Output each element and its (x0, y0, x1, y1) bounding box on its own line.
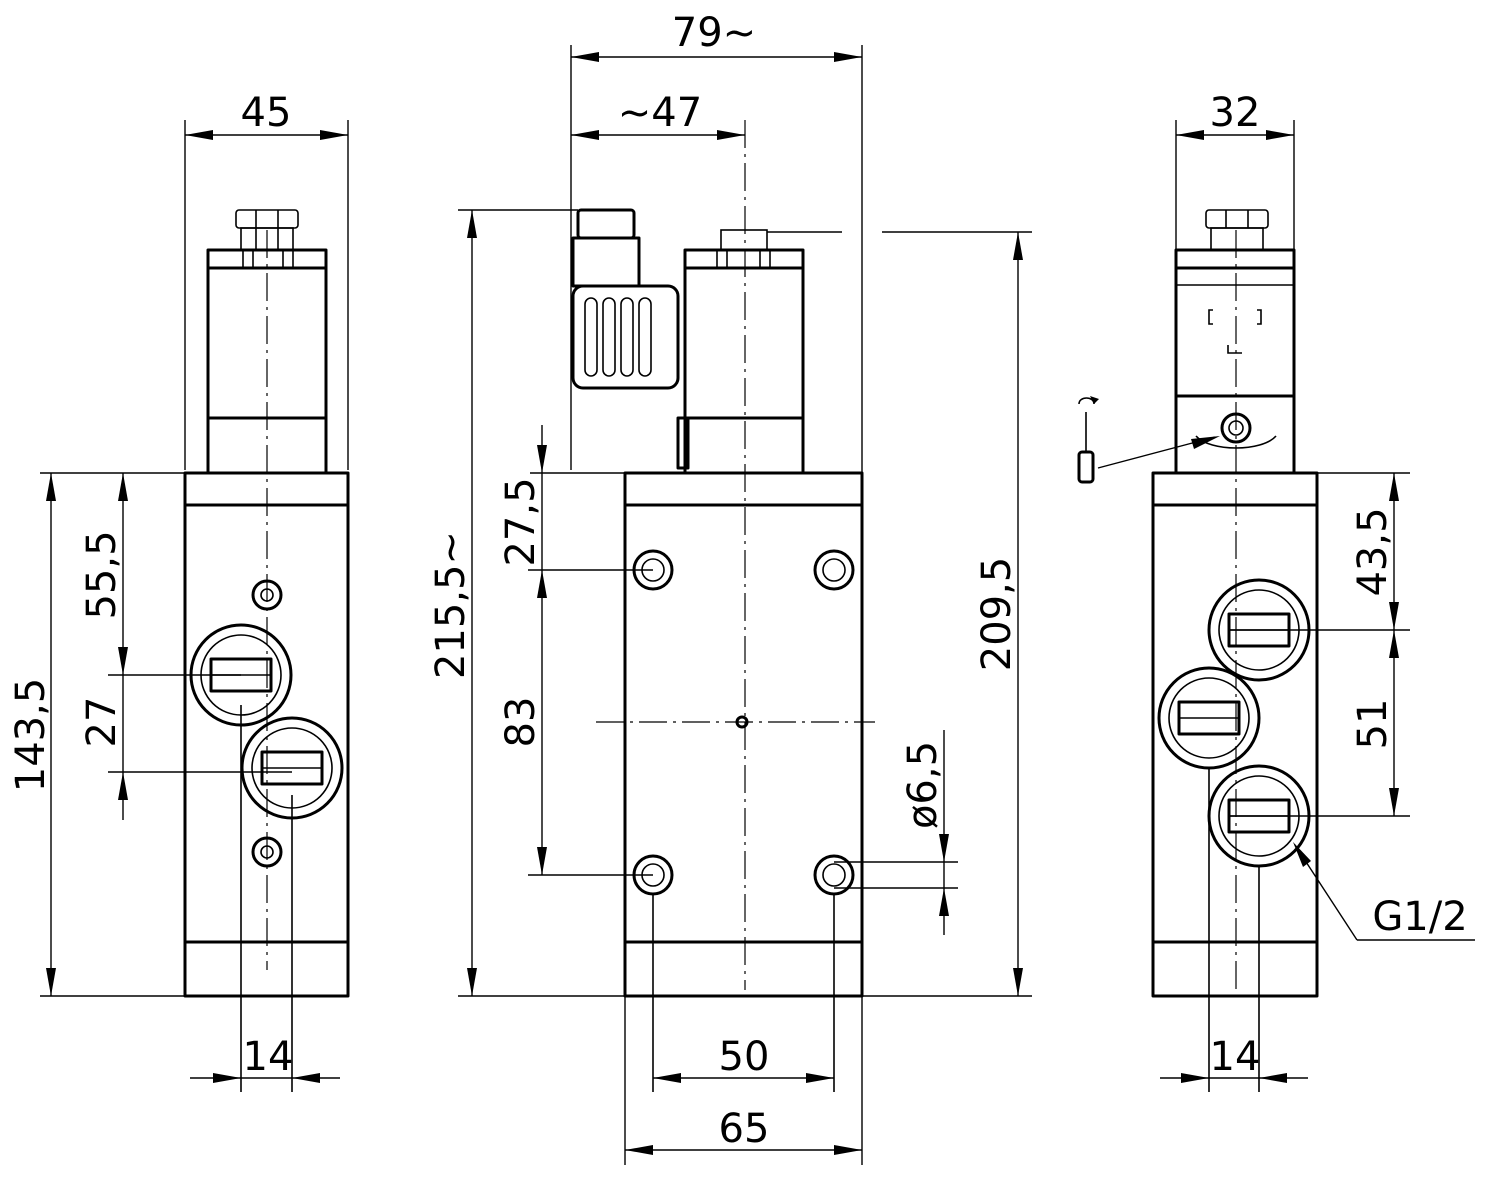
dim-front-body-width: 65 (719, 1106, 770, 1152)
dim-right-coil-width: 32 (1210, 90, 1261, 136)
dim-front-coil-offset: ~47 (618, 90, 702, 136)
left-side-view: 45 143,5 55,5 27 14 (8, 90, 350, 1092)
connector-plug (571, 208, 690, 470)
dim-right-port-spacing: 51 (1350, 699, 1396, 750)
dim-left-port-width: 14 (243, 1034, 294, 1080)
dim-front-hole-spacing-vertical: 83 (498, 697, 544, 748)
right-nut (1205, 209, 1269, 251)
left-small-holes (251, 579, 283, 868)
right-middle-port (1157, 666, 1261, 770)
screwdriver-icon (1077, 396, 1220, 484)
dim-left-width: 45 (241, 90, 292, 136)
thread-label: G1/2 (1372, 894, 1467, 940)
dim-front-overall-height: 215,5~ (428, 531, 474, 679)
dim-front-hole-diameter: ø6,5 (900, 741, 946, 829)
dim-right-port-upper: 43,5 (1350, 507, 1396, 596)
dim-front-overall-width: 79~ (672, 10, 756, 56)
dim-front-hole-spacing-horizontal: 50 (719, 1034, 770, 1080)
front-solenoid-coil (683, 229, 805, 475)
dim-left-height: 143,5 (8, 678, 54, 793)
dim-left-port-upper: 55,5 (79, 530, 125, 619)
front-view: 79~ ~47 215,5~ 209,5 27,5 83 (428, 10, 1032, 1165)
dim-left-port-spacing: 27 (79, 697, 125, 748)
dim-front-base-height: 209,5 (974, 557, 1020, 672)
right-side-view: 32 43,5 51 14 G1/2 (1077, 90, 1475, 1092)
dim-front-hole-top: 27,5 (498, 477, 544, 566)
dim-right-port-width: 14 (1210, 1034, 1261, 1080)
